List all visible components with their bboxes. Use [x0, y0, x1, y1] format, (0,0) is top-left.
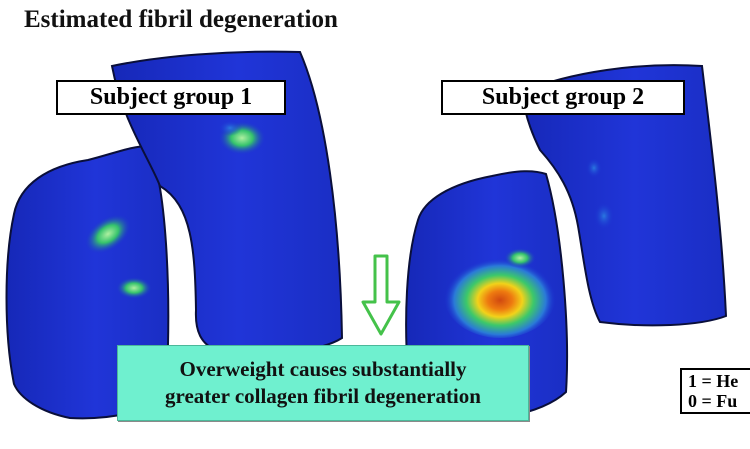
scale-legend: 1 = He 0 = Fu [680, 368, 750, 414]
degeneration-spot [84, 214, 132, 254]
degeneration-spot [504, 248, 536, 268]
callout-line-1: Overweight causes substantially [179, 356, 467, 381]
subject-group-1-label: Subject group 1 [56, 80, 286, 115]
legend-line-2: 0 = Fu [688, 391, 738, 411]
degeneration-hotspot [444, 254, 556, 338]
figure-title: Estimated fibril degeneration [24, 6, 338, 33]
group2-right-cartilage [520, 64, 728, 327]
degeneration-spot [594, 202, 614, 230]
degeneration-spot [116, 277, 152, 299]
subject-group-2-label: Subject group 2 [441, 80, 685, 115]
callout-line-2: greater collagen fibril degeneration [165, 384, 481, 408]
legend-line-1: 1 = He [688, 371, 739, 391]
group1-right-cartilage [110, 50, 344, 355]
degeneration-spot [218, 120, 242, 136]
conclusion-callout: Overweight causes substantially greater … [117, 345, 529, 421]
down-arrow-icon [361, 254, 401, 336]
degeneration-spot [586, 158, 602, 178]
